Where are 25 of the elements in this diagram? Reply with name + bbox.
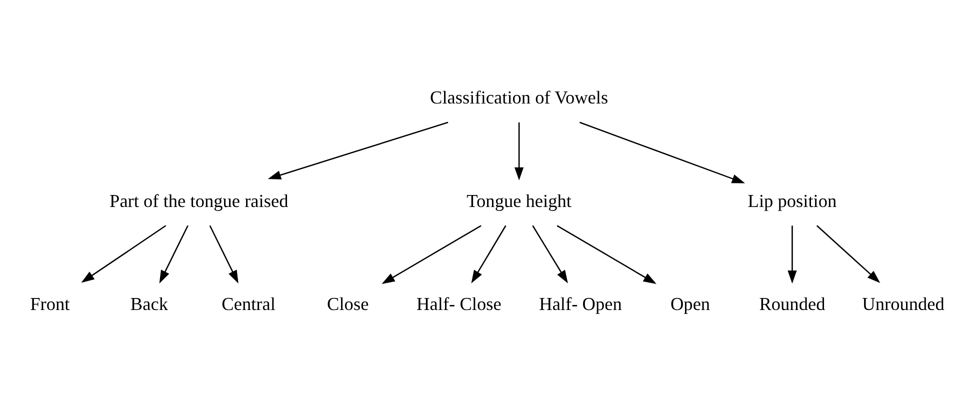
arrow	[514, 122, 524, 180]
arrow	[532, 224, 568, 283]
node-text: Lip position	[748, 190, 837, 210]
arrow	[579, 121, 746, 183]
arrow	[816, 224, 880, 282]
arrow	[382, 224, 482, 284]
node-text: Open	[670, 294, 710, 314]
arrow	[268, 121, 448, 179]
node-text: Classification of Vowels	[430, 87, 608, 108]
node-text: Unrounded	[862, 294, 944, 314]
node-text: Half- Open	[539, 294, 622, 314]
arrow	[81, 224, 166, 282]
node-text: Close	[327, 294, 369, 314]
arrow	[556, 224, 656, 284]
node-text: Front	[30, 294, 70, 314]
node-text: Part of the tongue raised	[110, 190, 288, 210]
node-text: Tongue height	[466, 190, 572, 210]
arrow	[209, 224, 238, 283]
arrow	[159, 224, 188, 283]
node-text: Central	[222, 294, 276, 314]
node-text: Half- Close	[416, 294, 502, 314]
node-text: Back	[130, 294, 168, 314]
node-text: Rounded	[759, 294, 826, 314]
arrow	[788, 225, 797, 284]
arrow	[471, 224, 506, 283]
